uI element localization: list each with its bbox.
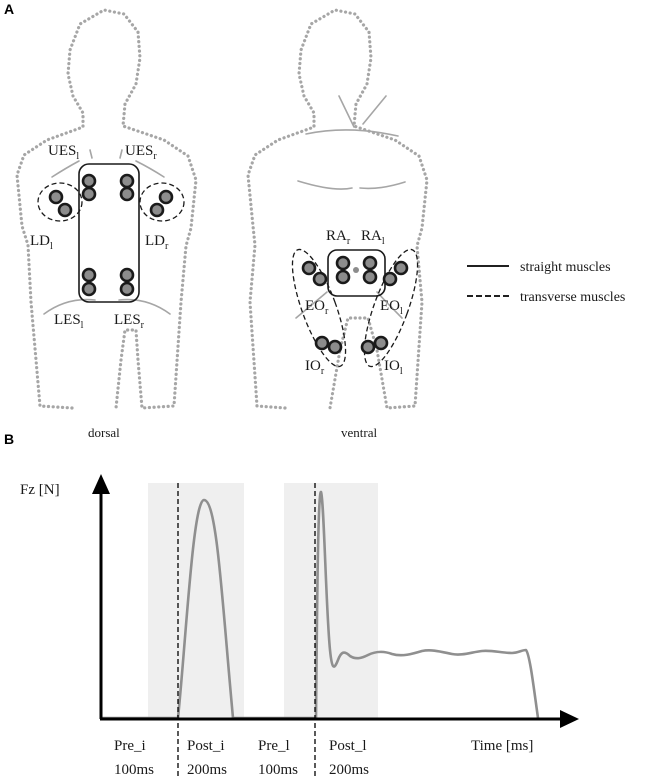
phase-pre-i-duration: 100ms xyxy=(114,762,154,778)
electrode-les-l-1 xyxy=(81,267,97,283)
phase-post-i-duration: 200ms xyxy=(187,762,227,778)
label-ues-l: UESl xyxy=(48,143,79,162)
dorsal-ld-right-outline xyxy=(139,182,185,222)
electrode-les-l-2 xyxy=(81,281,97,297)
label-ld-l: LDl xyxy=(30,233,53,252)
x-axis-arrowhead xyxy=(560,710,579,728)
panel-a-letter: A xyxy=(4,1,14,17)
electrode-les-r-2 xyxy=(119,281,135,297)
dorsal-ld-left-outline xyxy=(37,182,83,222)
ventral-clavicle-left-line xyxy=(338,95,355,128)
electrode-io-l-1 xyxy=(360,339,376,355)
panel-b-letter: B xyxy=(4,431,14,447)
ventral-transverse-right-outline xyxy=(291,248,347,368)
label-les-r: LESr xyxy=(114,312,145,331)
y-axis-label: Fz [N] xyxy=(20,482,60,498)
dorsal-shoulder-right-line xyxy=(135,160,165,178)
phase-pre-l-name: Pre_l xyxy=(258,738,290,754)
label-eo-l: EOl xyxy=(380,298,403,317)
phase-post-l-name: Post_l xyxy=(329,738,367,754)
ventral-clavicle-right-line xyxy=(362,95,387,125)
dorsal-spine-top-right xyxy=(119,149,123,159)
electrode-ra-r-1 xyxy=(335,255,351,271)
electrode-ld-l-2 xyxy=(57,202,73,218)
ventral-straight-muscles-outline xyxy=(327,249,386,297)
ventral-transverse-left-outline xyxy=(363,248,419,368)
label-ld-r: LDr xyxy=(145,233,169,252)
ventral-hip-left-line xyxy=(295,291,328,319)
electrode-io-r-2 xyxy=(327,339,343,355)
ventral-pec-left-line xyxy=(297,180,353,190)
dorsal-buttock-right-line xyxy=(118,298,171,315)
legend: straight muscles transverse muscles xyxy=(467,260,625,305)
dorsal-buttock-left-line xyxy=(43,298,96,315)
electrode-ues-r-1 xyxy=(119,173,135,189)
ventral-chest-line xyxy=(305,129,399,137)
label-io-r: IOr xyxy=(305,358,325,377)
dorsal-caption: dorsal xyxy=(88,425,120,440)
force-signal-curve xyxy=(99,490,540,720)
ventral-navel-dot xyxy=(353,267,359,273)
phase-post-l-duration: 200ms xyxy=(329,762,369,778)
legend-straight-label: straight muscles xyxy=(520,260,611,275)
ventral-hip-right-line xyxy=(376,291,403,319)
ventral-pec-right-line xyxy=(359,181,406,190)
dorsal-straight-muscles-outline xyxy=(78,163,140,303)
electrode-ues-r-2 xyxy=(119,186,135,202)
shade-pre-post-l xyxy=(284,483,378,719)
ventral-figure: RAr RAl EOr EOl IOr IOl ventral xyxy=(246,8,429,440)
electrode-ra-r-2 xyxy=(335,269,351,285)
dorsal-figure: UESl UESr LDl LDr LESl LESr dorsal xyxy=(15,8,198,440)
label-eo-r: EOr xyxy=(305,298,329,317)
phase-post-i-name: Post_i xyxy=(187,738,225,754)
ventral-caption: ventral xyxy=(341,425,377,440)
legend-transverse-label: transverse muscles xyxy=(520,290,625,305)
label-ra-l: RAl xyxy=(361,228,385,247)
dorsal-body-outline xyxy=(15,8,198,410)
electrode-io-r-1 xyxy=(314,335,330,351)
force-graph: Fz [N] Time [ms] Pre_i 100ms Post_i 200m… xyxy=(20,474,579,778)
electrode-eo-r-1 xyxy=(301,260,317,276)
label-io-l: IOl xyxy=(384,358,403,377)
electrode-ra-l-2 xyxy=(362,269,378,285)
electrode-io-l-2 xyxy=(373,335,389,351)
electrode-ues-l-2 xyxy=(81,186,97,202)
electrode-ld-l-1 xyxy=(48,189,64,205)
ventral-body-outline xyxy=(246,8,429,410)
electrode-ues-l-1 xyxy=(81,173,97,189)
electrode-ld-r-2 xyxy=(149,202,165,218)
phase-pre-l-duration: 100ms xyxy=(258,762,298,778)
electrode-eo-r-2 xyxy=(312,271,328,287)
label-ra-r: RAr xyxy=(326,228,351,247)
phase-pre-i-name: Pre_i xyxy=(114,738,146,754)
dorsal-shoulder-left-line xyxy=(51,160,80,178)
label-les-l: LESl xyxy=(54,312,84,331)
electrode-ra-l-1 xyxy=(362,255,378,271)
x-axis-label: Time [ms] xyxy=(471,738,533,754)
label-ues-r: UESr xyxy=(125,143,157,162)
electrode-ld-r-1 xyxy=(158,189,174,205)
electrode-eo-l-1 xyxy=(393,260,409,276)
electrode-les-r-1 xyxy=(119,267,135,283)
dorsal-spine-top-left xyxy=(89,149,93,159)
y-axis-arrowhead xyxy=(92,474,110,494)
electrode-eo-l-2 xyxy=(382,271,398,287)
